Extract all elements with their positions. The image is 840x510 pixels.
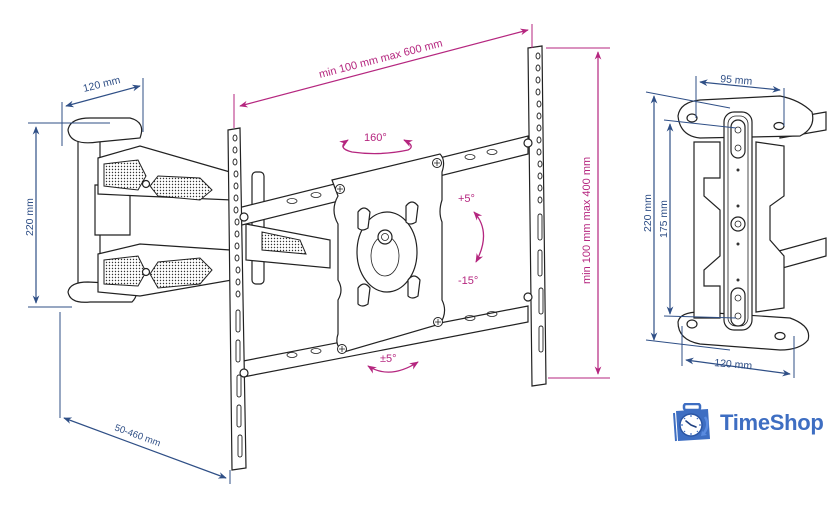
plate-hole-spacing-label: 175 mm <box>658 200 670 238</box>
level-arrow-icon <box>367 361 419 374</box>
vesa-horizontal-label: min 100 mm max 600 mm <box>318 37 444 80</box>
tilt-up-label: +5° <box>458 193 475 205</box>
timeshop-logo: TimeShop <box>672 403 824 443</box>
arm-depth-label: 120 mm <box>82 74 122 95</box>
plate-height-label: 220 mm <box>642 194 654 232</box>
tv-bracket-left <box>227 127 249 471</box>
arm-height-label: 220 mm <box>24 198 36 236</box>
level-label: ±5° <box>380 353 397 365</box>
clock-bag-icon <box>673 403 710 442</box>
tilt-down-label: -15° <box>458 275 478 287</box>
tv-bracket-right <box>523 45 547 387</box>
swivel-label: 160° <box>364 132 387 144</box>
vesa-vertical-label: min 100 mm max 400 mm <box>581 157 593 284</box>
wall-plate-detail <box>677 95 827 351</box>
vesa-plate <box>331 153 446 354</box>
swivel-arrow-icon <box>339 139 413 155</box>
wall-plate-dimensions: 95 mm 220 mm 175 mm 120 mm <box>642 73 795 378</box>
rotation-indicators: 160° +5° -15° ±5° <box>339 132 485 374</box>
logo-text: TimeShop <box>720 410 824 435</box>
plate-bottom-width-label: 120 mm <box>714 357 753 372</box>
tilt-arrow-icon <box>473 211 485 263</box>
plate-top-width-label: 95 mm <box>720 73 753 88</box>
